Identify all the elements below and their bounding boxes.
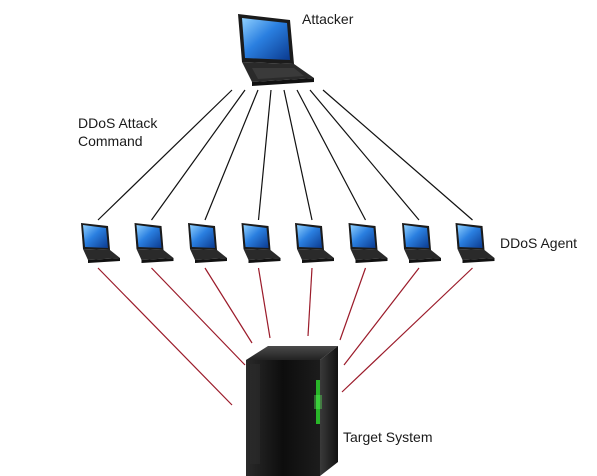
attack-command-label-line1: DDoS Attack — [78, 115, 158, 131]
command-line — [296, 89, 367, 221]
attack-line — [204, 267, 253, 344]
attack-line — [257, 267, 271, 339]
target-server-icon — [246, 346, 338, 476]
attack-line — [339, 267, 367, 341]
agent-laptop-icon — [348, 223, 388, 263]
command-line — [151, 89, 246, 221]
agent-laptop-icon — [81, 223, 120, 263]
agent-laptop-icon — [455, 223, 495, 263]
command-line — [283, 89, 313, 221]
agent-label: DDoS Agent — [500, 235, 578, 251]
attack-command-label: DDoS Attack Command — [78, 114, 157, 150]
agent-laptop-icon — [402, 223, 441, 263]
attack-line — [307, 267, 313, 337]
attacker-laptop-icon — [238, 14, 314, 86]
attack-line — [151, 267, 246, 366]
attack-lines — [97, 267, 473, 406]
agent-laptop-icon — [188, 223, 227, 263]
agent-laptop-icon — [241, 223, 281, 263]
attack-line — [343, 267, 420, 366]
command-line — [97, 89, 233, 221]
attack-line — [341, 267, 473, 393]
attacker-label: Attacker — [302, 11, 354, 27]
agent-laptops — [81, 223, 495, 263]
command-line — [322, 89, 473, 221]
target-label: Target System — [343, 429, 433, 445]
attack-command-label-line2: Command — [78, 133, 143, 149]
command-line — [204, 89, 259, 221]
agent-laptop-icon — [134, 223, 174, 263]
agent-laptop-icon — [295, 223, 334, 263]
command-line — [257, 89, 272, 221]
command-line — [309, 89, 420, 221]
attack-line — [97, 267, 233, 406]
command-lines — [97, 89, 473, 221]
